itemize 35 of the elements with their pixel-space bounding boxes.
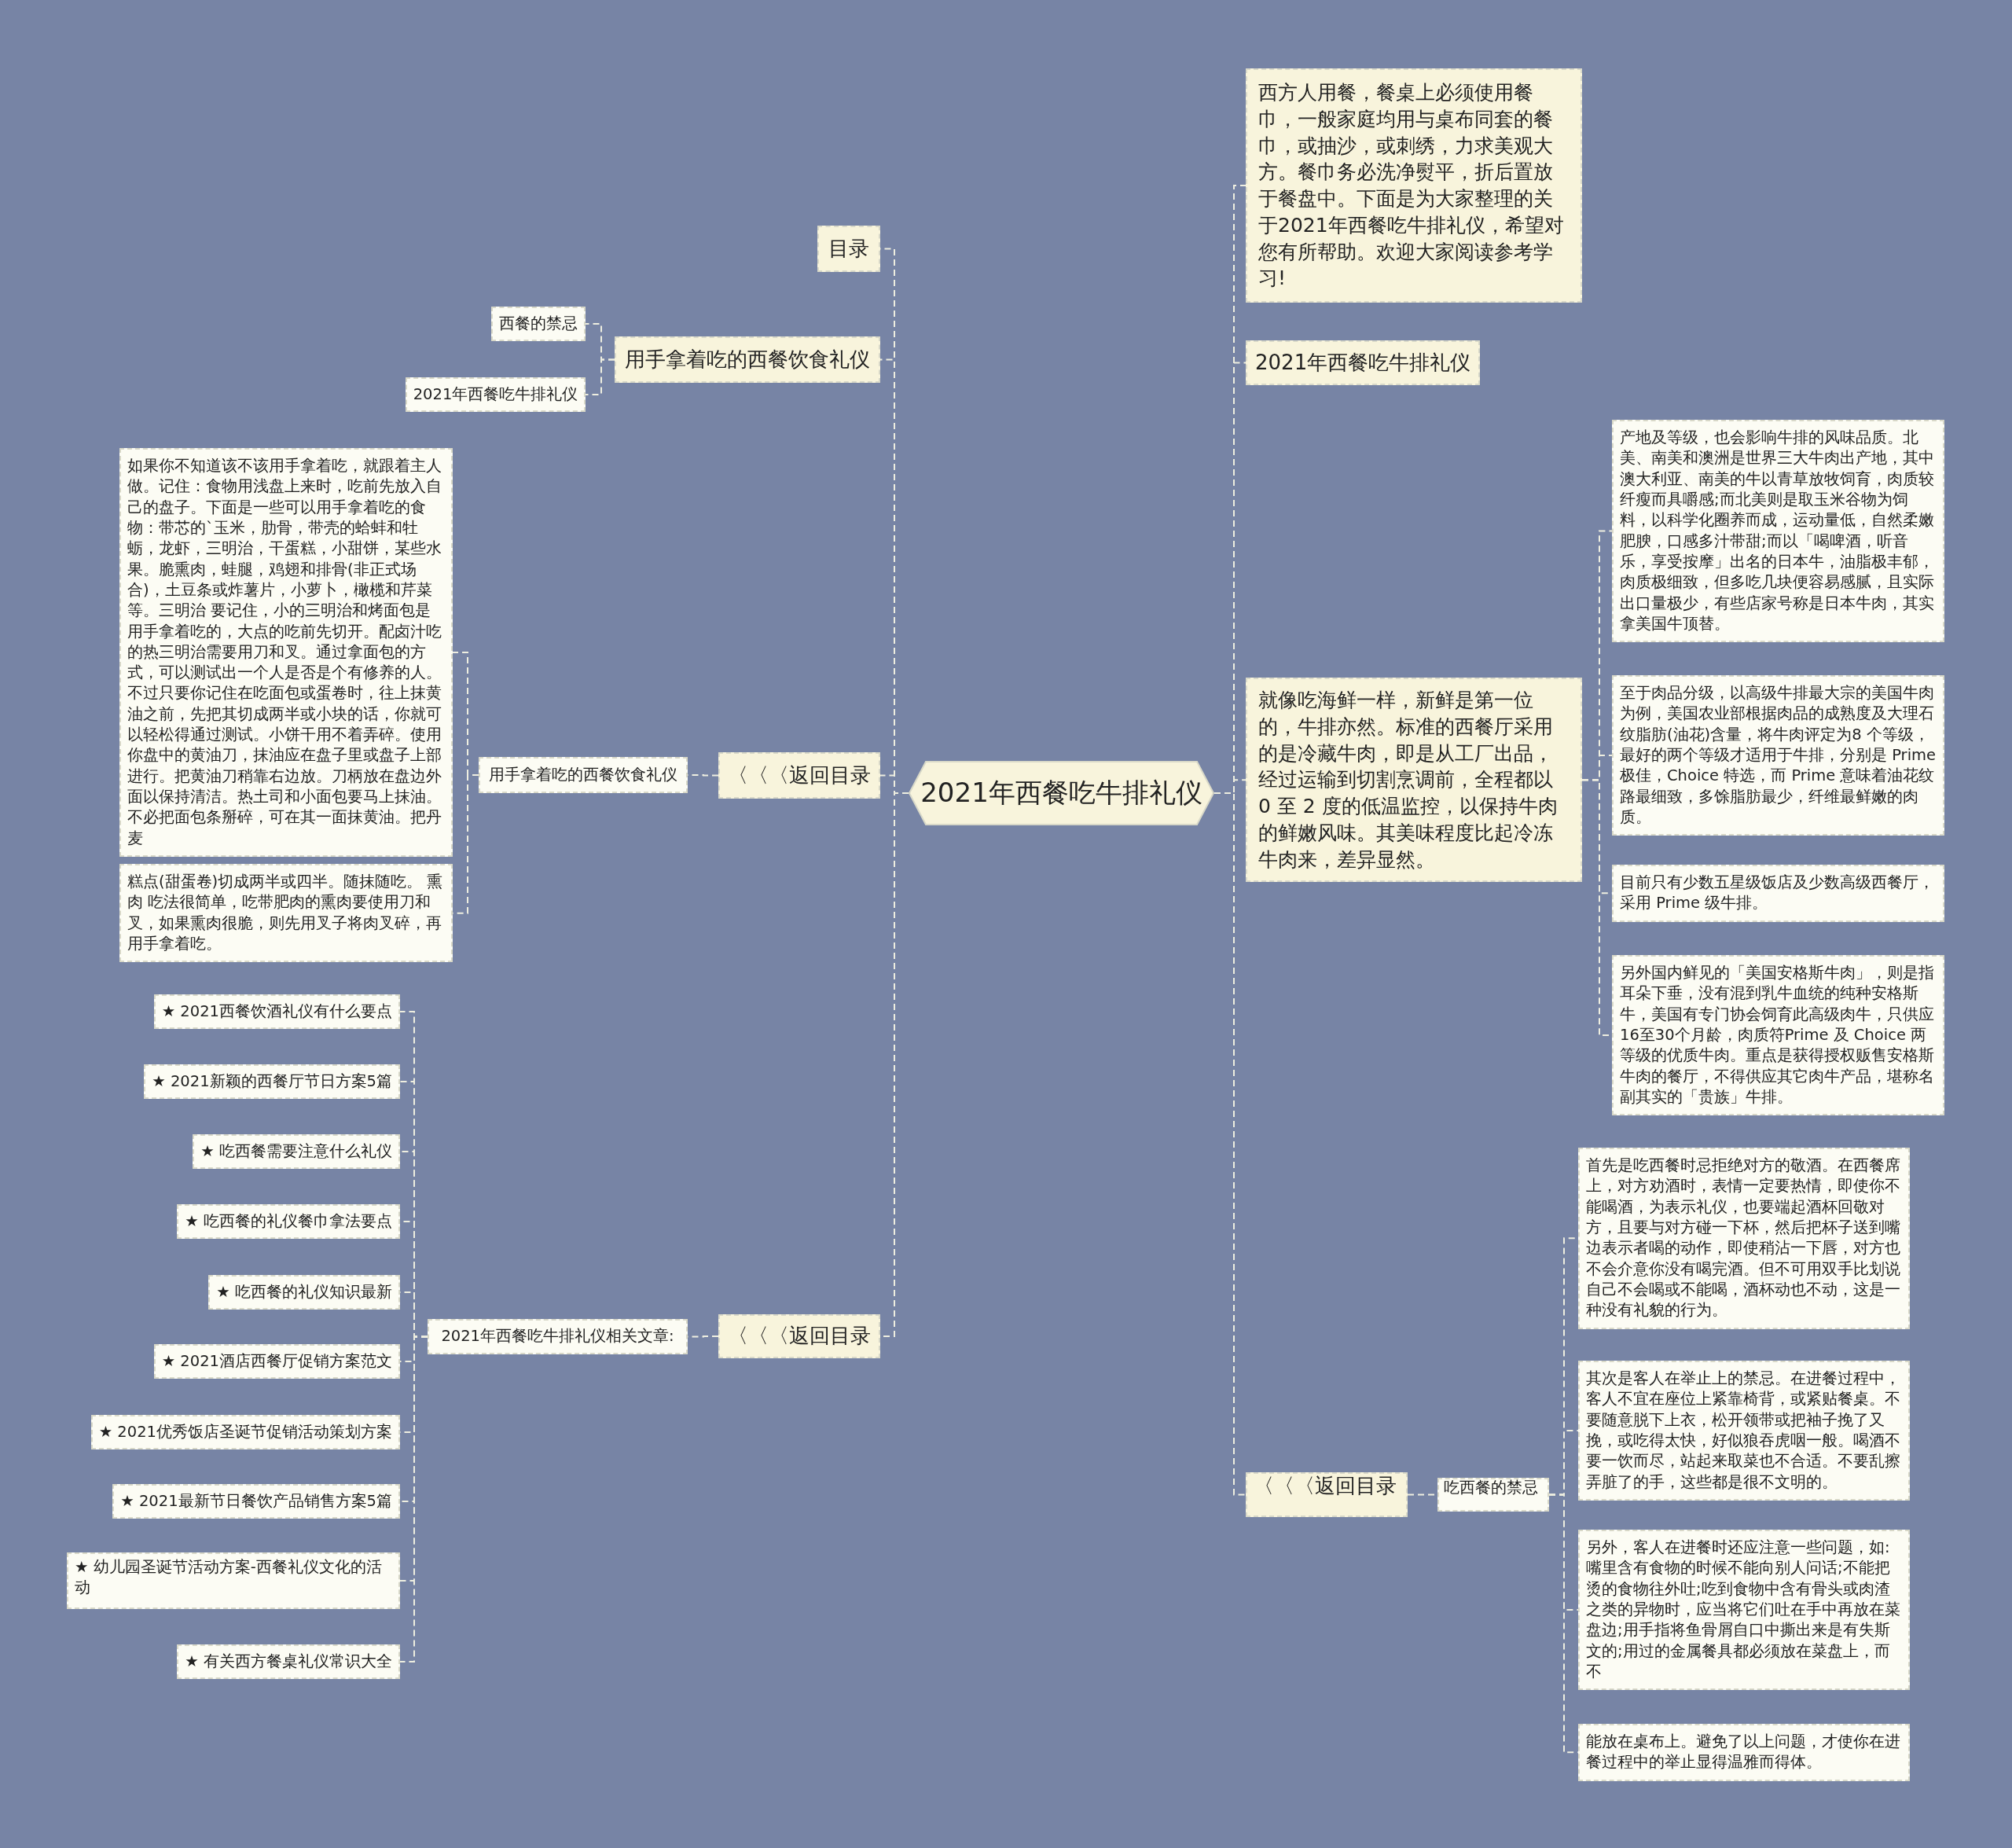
topic-box: 用手拿着吃的西餐饮食礼仪: [615, 336, 880, 383]
note-box: 糕点(甜蛋卷)切成两半或四半。随抹随吃。 熏肉 吃法很简单，吃带肥肉的熏肉要使用刀和叉，如果熏肉很脆，则先用叉子将肉叉碎，再用手拿着吃。: [119, 864, 453, 963]
note-box: ★ 2021最新节日餐饮产品销售方案5篇: [112, 1484, 400, 1519]
central-topic: 2021年西餐吃牛排礼仪: [909, 761, 1214, 825]
note-box: ★ 吃西餐需要注意什么礼仪: [193, 1134, 400, 1169]
note-box: 2021年西餐吃牛排礼仪相关文章:: [428, 1319, 688, 1354]
note-box: ★ 吃西餐的礼仪知识最新: [208, 1275, 400, 1310]
note-box: ★ 2021酒店西餐厅促销方案范文: [153, 1344, 400, 1379]
note-box: ★ 2021优秀饭店圣诞节促销活动策划方案: [90, 1415, 400, 1449]
topic-box: 西方人用餐，餐桌上必须使用餐巾，一般家庭均用与桌布同套的餐巾，或抽沙，或刺绣，力求美观大方。餐巾务必洗净熨平，折后置放于餐盘中。下面是为大家整理的关于2021年西餐吃牛排礼仪，希望对您有所帮助。欢迎大家阅读参考学习!: [1246, 68, 1582, 303]
topic-box: 2021年西餐吃牛排礼仪: [1246, 340, 1481, 385]
note-box: 吃西餐的禁忌: [1437, 1478, 1549, 1512]
note-box: 其次是客人在举止上的禁忌。在进餐过程中，客人不宜在座位上紧靠椅背，或紧贴餐桌。不要随意脱下上衣，松开领带或把袖子挽了又挽，或吃得太快，好似狼吞虎咽一般。喝酒不要一饮而尽，站起来取菜也不合适。不要乱擦弄脏了的手，这些都是很不文明的。: [1578, 1361, 1910, 1501]
note-box: 用手拿着吃的西餐饮食礼仪: [479, 757, 688, 793]
note-box: 能放在桌布上。避免了以上问题，才使你在进餐过程中的举止显得温雅而得体。: [1578, 1724, 1910, 1781]
note-box: ★ 幼儿园圣诞节活动方案-西餐礼仪文化的活动: [67, 1552, 400, 1609]
note-box: ★ 2021西餐饮酒礼仪有什么要点: [153, 994, 400, 1029]
note-box: 2021年西餐吃牛排礼仪: [406, 377, 586, 412]
topic-box: 〈〈〈返回目录: [718, 752, 880, 799]
topic-box: 就像吃海鲜一样，新鲜是第一位的，牛排亦然。标准的西餐厅采用的是冷藏牛肉，即是从工厂出品，经过运输到切割烹调前，全程都以 0 至 2 度的低温监控，以保持牛肉的鲜嫩风味。其美味程度比起冷冻牛肉来，差异显然。: [1246, 678, 1582, 883]
topic-box: 〈〈〈返回目录: [718, 1314, 880, 1358]
topic-box: 〈〈〈返回目录: [1246, 1472, 1408, 1517]
note-box: ★ 吃西餐的礼仪餐巾拿法要点: [177, 1204, 400, 1239]
note-box: 产地及等级，也会影响牛排的风味品质。北美、南美和澳洲是世界三大牛肉出产地，其中澳大利亚、南美的牛以青草放牧饲育，肉质较纤瘦而具嚼感;而北美则是取玉米谷物为饲料，以科学化圈养而成，运动量低，自然柔嫩肥腴，口感多汁带甜;而以「喝啤酒，听音乐，享受按摩」出名的日本牛，油脂极丰郁，肉质极细致，但多吃几块便容易感腻，且实际出口量极少，有些店家号称是日本牛肉，其实拿美国牛顶替。: [1612, 420, 1944, 643]
note-box: 目前只有少数五星级饭店及少数高级西餐厅，采用 Prime 级牛排。: [1612, 865, 1944, 922]
note-box: 西餐的禁忌: [491, 307, 586, 341]
connector-line: [585, 358, 615, 395]
note-box: 另外，客人在进餐时还应注意一些问题，如:嘴里含有食物的时候不能向别人问话;不能把烫的食物往外吐;吃到食物中含有骨头或肉渣之类的异物时，应当将它们吐在手中再放在菜盘边;用手指将鱼骨屑自口中撕出来是有失斯文的;用过的金属餐具都必须放在菜盘上，而不: [1578, 1530, 1910, 1691]
note-box: 另外国内鲜见的「美国安格斯牛肉」，则是指耳朵下垂，没有混到乳牛血统的纯种安格斯牛，美国有专门协会饲育此高级肉牛，只供应 16至30个月龄，肉质符Prime 及 Choice 两等级的优质牛肉。重点是获得授权贩售安格斯牛肉的餐厅，不得供应其它肉牛产品，堪称名副其实的「贵族」牛排。: [1612, 955, 1944, 1116]
note-box: ★ 2021新颖的西餐厅节日方案5篇: [144, 1064, 400, 1099]
note-box: 首先是吃西餐时忌拒绝对方的敬酒。在西餐席上，对方劝酒时，表情一定要热情，即使你不能喝酒，为表示礼仪，也要端起酒杯回敬对方，且要与对方碰一下杯，然后把杯子送到嘴边表示者喝的动作，即使稍沾一下唇，对方也不会介意你没有喝完酒。但不可用双手比划说自己不会喝或不能喝，酒杯动也不动，这是一种没有礼貌的行为。: [1578, 1148, 1910, 1329]
topic-box: 目录: [817, 226, 880, 272]
note-box: ★ 有关西方餐桌礼仪常识大全: [177, 1644, 400, 1679]
note-box: 如果你不知道该不该用手拿着吃，就跟着主人做。记住：食物用浅盘上来时，吃前先放入自己的盘子。下面是一些可以用手拿着吃的食物：带芯的`玉米，肋骨，带壳的蛤蚌和牡蛎，龙虾，三明治，干蛋糕，小甜饼，某些水果。脆熏肉，蛙腿，鸡翅和排骨(非正式场合)，土豆条或炸薯片，小萝卜，橄榄和芹菜等。三明治 要记住，小的三明治和烤面包是用手拿着吃的，大点的吃前先切开。配卤汁吃的热三明治需要用刀和叉。通过拿面包的方式，可以测试出一个人是否是个有修养的人。不过只要你记住在吃面包或蛋卷时，往上抹黄油之前，先把其切成两半或小块的话，你就可以轻松得通过测试。小饼干用不着弄碎。使用你盘中的黄油刀，抹油应在盘子里或盘子上部进行。把黄油刀稍靠右边放。刀柄放在盘边外面以保持清洁。热土司和小面包要马上抹油。不必把面包条掰碎，可在其一面抹黄油。把丹麦: [119, 448, 453, 857]
note-box: 至于肉品分级，以高级牛排最大宗的美国牛肉为例，美国农业部根据肉品的成熟度及大理石纹脂肪(油花)含量，将牛肉评定为8 个等级，最好的两个等级才适用于牛排，分别是 Prime 极佳，Choice 特选，而 Prime 意味着油花纹路最细致，多馀脂肪最少，纤维最鲜嫩的肉质。: [1612, 675, 1944, 836]
